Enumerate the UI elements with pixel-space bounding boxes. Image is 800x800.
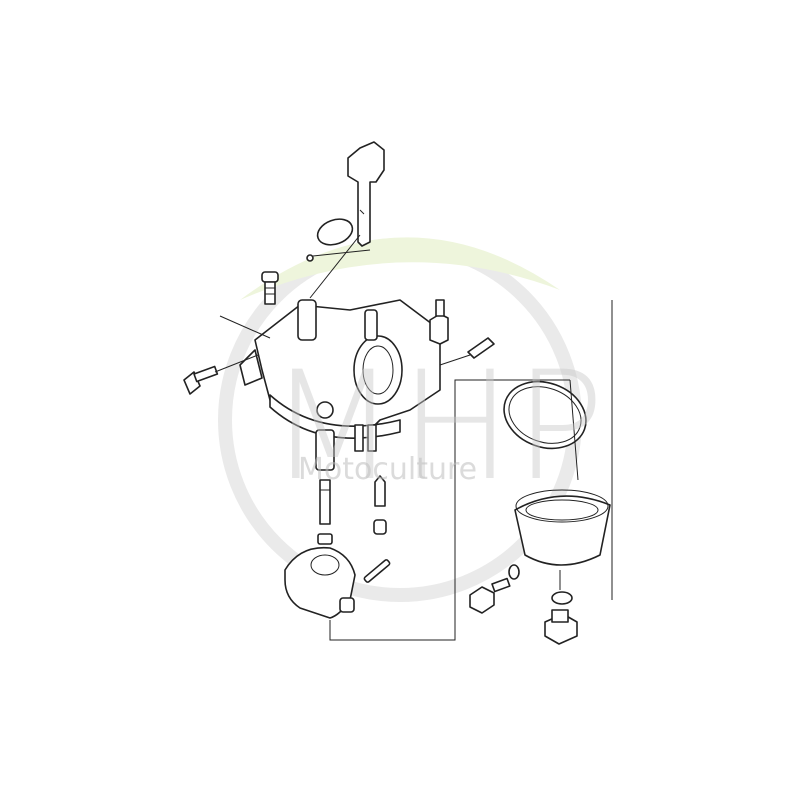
bowl-nut: [544, 609, 578, 645]
emulsion-tube: [319, 479, 331, 525]
main-jet: [317, 533, 333, 545]
drain-screw: [469, 564, 520, 614]
carburetor-body: [239, 299, 441, 471]
throttle-plate: [306, 218, 354, 262]
float-pin: [363, 559, 391, 583]
bowl-washer: [551, 591, 573, 605]
bowl-gasket: [503, 380, 587, 450]
mounting-screw: [183, 354, 259, 395]
callout-bracket: [329, 379, 570, 641]
watermark-tagline: Motoculture: [298, 452, 478, 487]
float-needle: [373, 475, 387, 535]
float: [284, 546, 356, 619]
float-bowl: [514, 489, 611, 566]
vent-tube: [439, 337, 495, 366]
choke-elbow-fitting: [429, 299, 449, 345]
watermark-brand: MHP: [268, 340, 607, 514]
idle-screw: [261, 271, 279, 305]
throttle-shaft: [347, 141, 385, 247]
